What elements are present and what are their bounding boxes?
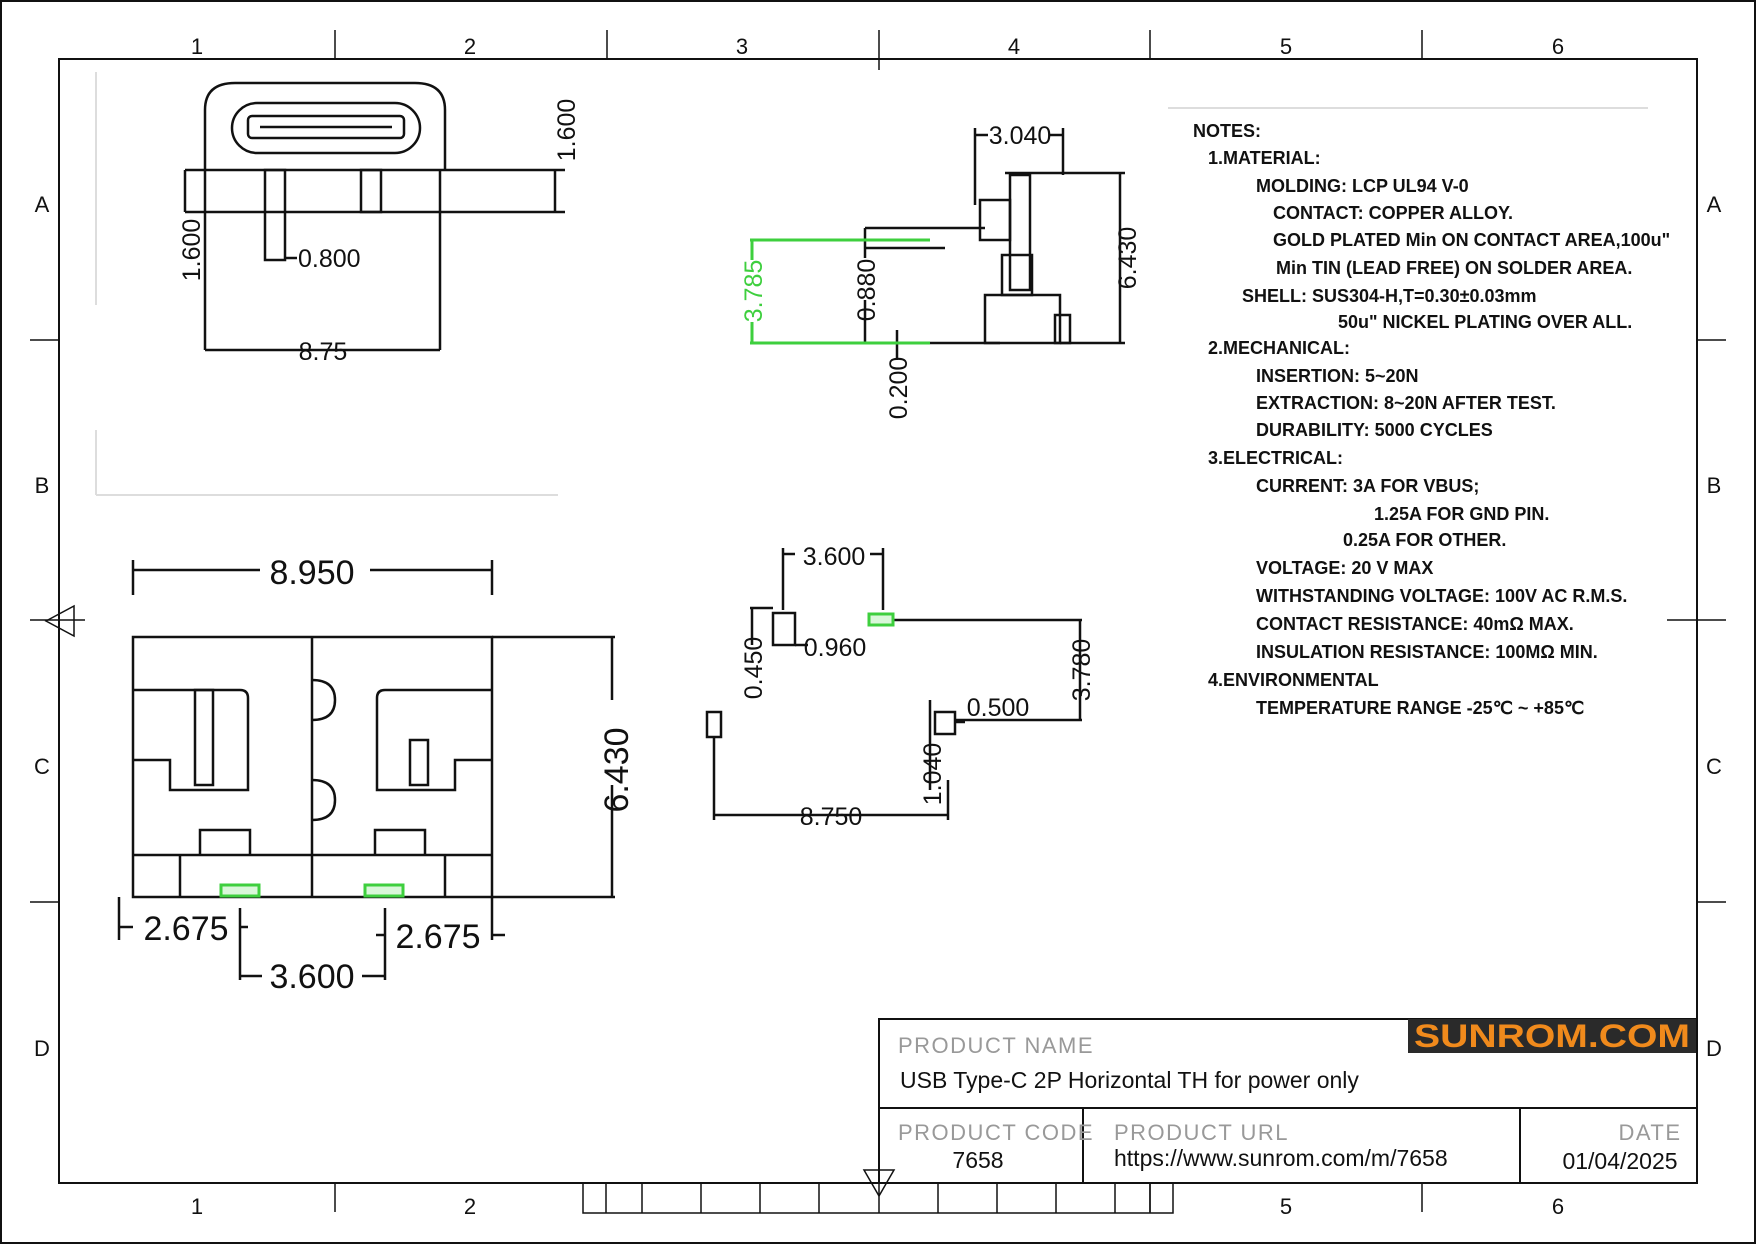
center-mark-left-icon (44, 604, 75, 638)
dim-top-height: 6.430 (598, 727, 636, 812)
dim-top-width: 8.950 (269, 554, 354, 592)
note-line: SHELL: SUS304-H,T=0.30±0.03mm (1242, 286, 1537, 306)
note-line: INSULATION RESISTANCE: 100MΩ MIN. (1256, 642, 1598, 662)
grid-row-d-left: D (34, 1036, 50, 1061)
dim-front-height: 1.600 (553, 99, 581, 162)
front-view (95, 72, 565, 496)
product-url-label: PRODUCT URL (1114, 1120, 1289, 1145)
grid-row-c-left: C (34, 754, 50, 779)
grid-col-5-top: 5 (1280, 34, 1292, 59)
dim-side-green: 3.785 (740, 260, 768, 323)
note-line: 3.ELECTRICAL: (1208, 448, 1343, 468)
grid-labels: 1 2 3 4 5 6 1 2 5 6 A B C D A B C D (34, 34, 1722, 1219)
grid-col-4-top: 4 (1008, 34, 1020, 59)
grid-col-6-top: 6 (1552, 34, 1564, 59)
dim-top-pitch: 3.600 (269, 958, 354, 996)
note-line: VOLTAGE: 20 V MAX (1256, 558, 1433, 578)
note-line: 1.25A FOR GND PIN. (1374, 504, 1549, 524)
date-value: 01/04/2025 (1562, 1148, 1677, 1174)
note-line: NOTES: (1193, 121, 1261, 141)
dim-front-pin-width: 0.800 (298, 245, 361, 273)
dim-front-width: 8.75 (299, 338, 348, 366)
dim-front-pin-height: 1.600 (178, 219, 206, 282)
brand-logo-bg (1408, 1019, 1696, 1053)
dim-side-height: 6.430 (1114, 227, 1142, 290)
product-name: USB Type-C 2P Horizontal TH for power on… (900, 1067, 1359, 1093)
note-line: INSERTION: 5~20N (1256, 366, 1419, 386)
grid-row-a-right: A (1707, 192, 1722, 217)
note-line: 50u" NICKEL PLATING OVER ALL. (1338, 312, 1632, 332)
top-view (117, 560, 615, 980)
dim-side-bottom: 0.200 (885, 357, 913, 420)
dim-pcb-pad-w: 0.960 (804, 634, 867, 662)
bottom-ruler (582, 1182, 1174, 1214)
notes-block: NOTES: 1.MATERIAL: MOLDING: LCP UL94 V-0… (1193, 121, 1670, 718)
grid-col-1-top: 1 (191, 34, 203, 59)
grid-row-b-right: B (1707, 473, 1722, 498)
dim-side-inner: 0.880 (853, 259, 881, 322)
side-view-highlight (750, 238, 930, 345)
dim-pcb-right: 3.780 (1068, 639, 1096, 702)
side-view (860, 128, 1125, 360)
note-line: CURRENT: 3A FOR VBUS; (1256, 476, 1479, 496)
grid-row-d-right: D (1706, 1036, 1722, 1061)
note-line: 2.MECHANICAL: (1208, 338, 1350, 358)
dim-pcb-width: 8.750 (800, 803, 863, 831)
date-label: DATE (1618, 1120, 1681, 1145)
note-line: 0.25A FOR OTHER. (1343, 530, 1506, 550)
grid-row-c-right: C (1706, 754, 1722, 779)
product-code: 7658 (952, 1147, 1003, 1173)
note-line: DURABILITY: 5000 CYCLES (1256, 420, 1493, 440)
note-line: 1.MATERIAL: (1208, 148, 1321, 168)
dim-pcb-pad-h: 0.450 (740, 637, 768, 700)
note-line: TEMPERATURE RANGE -25℃ ~ +85℃ (1256, 698, 1584, 718)
pcb-footprint-pad (867, 612, 895, 627)
grid-row-a-left: A (35, 192, 50, 217)
dim-pcb-top: 3.600 (803, 543, 866, 571)
note-line: GOLD PLATED Min ON CONTACT AREA,100u" (1273, 230, 1670, 250)
note-line: CONTACT: COPPER ALLOY. (1273, 203, 1513, 223)
grid-col-1-bottom: 1 (191, 1194, 203, 1219)
title-block (878, 1018, 1698, 1184)
note-line: WITHSTANDING VOLTAGE: 100V AC R.M.S. (1256, 586, 1627, 606)
grid-col-5-bottom: 5 (1280, 1194, 1292, 1219)
top-view-pads (219, 883, 405, 898)
product-name-label: PRODUCT NAME (898, 1033, 1094, 1058)
grid-col-3-top: 3 (736, 34, 748, 59)
note-line: MOLDING: LCP UL94 V-0 (1256, 176, 1469, 196)
grid-col-2-top: 2 (464, 34, 476, 59)
dim-top-right: 2.675 (395, 918, 480, 956)
grid-col-6-bottom: 6 (1552, 1194, 1564, 1219)
grid-row-b-left: B (35, 473, 50, 498)
dim-pcb-vert: 1.040 (919, 743, 947, 806)
note-line: EXTRACTION: 8~20N AFTER TEST. (1256, 393, 1556, 413)
note-line: 4.ENVIRONMENTAL (1208, 670, 1379, 690)
note-line: CONTACT RESISTANCE: 40mΩ MAX. (1256, 614, 1574, 634)
product-url-link[interactable]: https://www.sunrom.com/m/7658 (1114, 1145, 1448, 1171)
dim-side-top: 3.040 (989, 122, 1052, 150)
dim-top-left: 2.675 (143, 910, 228, 948)
grid-ticks (30, 30, 1726, 1212)
product-code-label: PRODUCT CODE (898, 1120, 1094, 1145)
note-line: Min TIN (LEAD FREE) ON SOLDER AREA. (1276, 258, 1632, 278)
dim-pcb-small: 0.500 (967, 694, 1030, 722)
pcb-footprint (705, 548, 1082, 820)
grid-col-2-bottom: 2 (464, 1194, 476, 1219)
brand-logo: SUNROM.COM (1414, 1018, 1690, 1054)
